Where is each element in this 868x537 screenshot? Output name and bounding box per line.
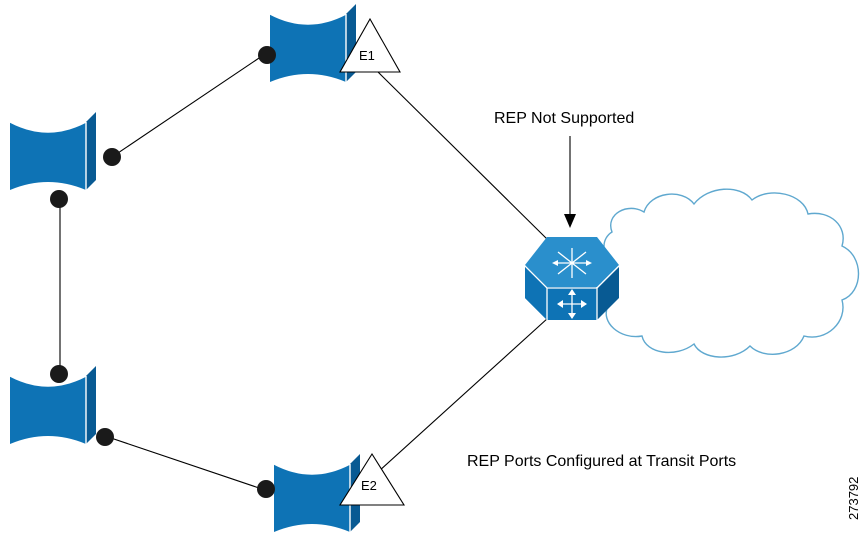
links (59, 53, 549, 491)
workgroup-switch-icon (9, 111, 97, 191)
port-dot (50, 365, 68, 383)
port-dot (257, 480, 275, 498)
figure-id: 273792 (846, 477, 861, 520)
rep-not-supported-arrow (564, 136, 576, 228)
edge-port-e1: E1 (339, 17, 401, 73)
edge-port-e2: E2 (339, 452, 405, 506)
edge-label-e2: E2 (361, 478, 377, 493)
transit-ports-label: REP Ports Configured at Transit Ports (467, 453, 736, 470)
link-leftupper-top (111, 53, 266, 158)
link-leftlower-bottom (104, 435, 266, 491)
port-dot (103, 148, 121, 166)
port-dot (50, 190, 68, 208)
edge-label-e1: E1 (359, 48, 375, 63)
link-top-multilayer (377, 71, 549, 241)
ports (50, 46, 276, 498)
multilayer-switch-icon (524, 237, 620, 320)
port-dot (96, 428, 114, 446)
link-bottom-multilayer (377, 317, 549, 473)
four-way-arrow-icon (557, 289, 587, 319)
crossed-arrows-icon (552, 248, 592, 278)
port-dot (258, 46, 276, 64)
rep-not-supported-label: REP Not Supported (494, 110, 634, 127)
cloud-icon (600, 188, 860, 358)
